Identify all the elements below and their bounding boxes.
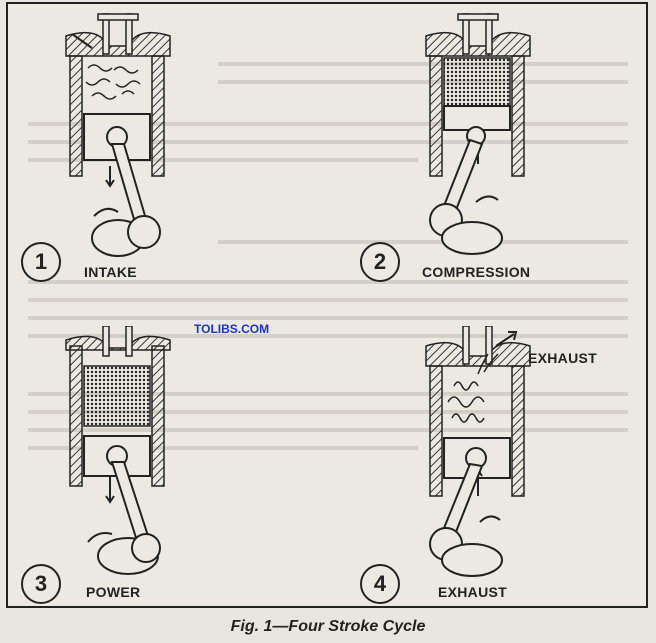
panel-compression [418, 6, 548, 266]
engine-diagram-exhaust [425, 326, 531, 577]
exhaust-arrow-icon [495, 333, 515, 347]
stroke-number-4: 4 [360, 564, 400, 604]
engine-diagram-power [65, 326, 171, 575]
engine-diagram-intake [65, 13, 171, 257]
figure-caption: Fig. 1—Four Stroke Cycle [230, 618, 426, 635]
stroke-label-power: POWER [86, 584, 141, 600]
rotation-arrow-icon [93, 207, 119, 217]
watermark: TOLIBS.COM [194, 322, 270, 336]
stroke-label-compression: COMPRESSION [422, 264, 531, 280]
stroke-label-exhaust: EXHAUST [438, 584, 507, 600]
engine-diagram-compression [425, 13, 531, 255]
intake-arrow-icon [71, 33, 93, 49]
panel-intake [58, 6, 188, 266]
panel-exhaust [418, 326, 548, 586]
rotation-arrow-icon [475, 195, 499, 203]
rotation-arrow-icon [479, 515, 501, 523]
stroke-number-2: 2 [360, 242, 400, 282]
exhaust-flow-label: EXHAUST [528, 350, 597, 366]
stroke-label-intake: INTAKE [84, 264, 137, 280]
panel-power [58, 326, 188, 586]
stroke-number-3: 3 [21, 564, 61, 604]
figure-frame: 1 INTAKE 2 COMPRESSION [6, 2, 648, 608]
stroke-number-1: 1 [21, 242, 61, 282]
rotation-arrow-icon [87, 532, 113, 543]
